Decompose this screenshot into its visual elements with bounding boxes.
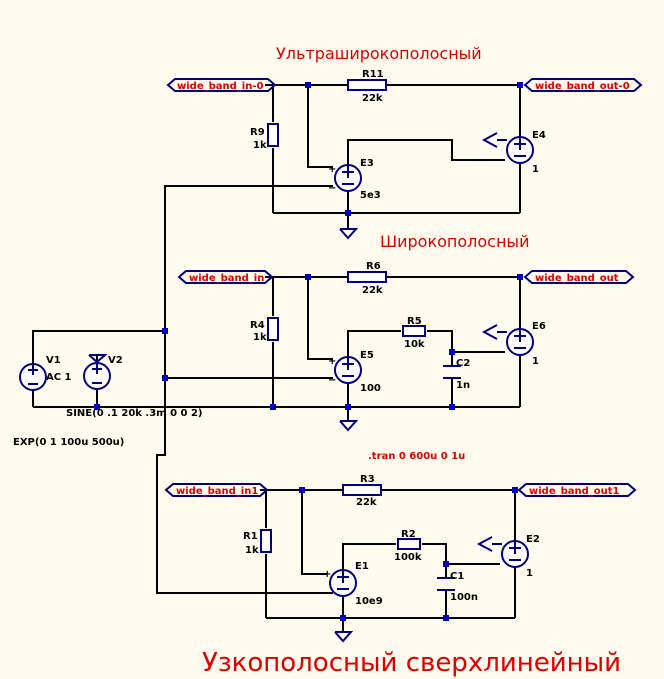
net-flag-out1-label: wide_band_out1 bbox=[529, 486, 620, 497]
svg-text:+: + bbox=[328, 164, 336, 175]
e4-value: 1 bbox=[532, 164, 539, 175]
e1-value: 10e9 bbox=[355, 596, 383, 607]
e3-value: 5e3 bbox=[360, 190, 381, 201]
v2-name: V2 bbox=[108, 355, 123, 366]
tran-directive[interactable]: .tran 0 600u 0 1u bbox=[368, 451, 465, 462]
r6-name: R6 bbox=[366, 261, 381, 272]
voltage-source-v2[interactable] bbox=[83, 354, 111, 390]
resistor-r6[interactable] bbox=[347, 271, 387, 283]
r6-value: 22k bbox=[362, 285, 383, 296]
r1-value: 1k bbox=[245, 545, 259, 556]
junctions bbox=[94, 82, 523, 621]
svg-text:−: − bbox=[328, 183, 336, 194]
vcvs-e2[interactable] bbox=[476, 536, 529, 568]
net-flag-in0[interactable]: wide_band_in-0 bbox=[166, 78, 277, 92]
e2-value: 1 bbox=[526, 568, 533, 579]
voltage-source-v1[interactable] bbox=[19, 363, 47, 391]
resistor-r5[interactable] bbox=[402, 325, 426, 337]
net-flag-out[interactable]: wide_band_out bbox=[523, 270, 635, 284]
r3-value: 22k bbox=[356, 497, 377, 508]
svg-text:+: + bbox=[323, 569, 331, 580]
v2-value: SINE(0 .1 20k .3m 0 0 2) bbox=[66, 408, 202, 419]
capacitor-c2[interactable] bbox=[443, 365, 461, 379]
e2-name: E2 bbox=[526, 534, 540, 545]
r1-name: R1 bbox=[243, 531, 258, 542]
resistor-r11[interactable] bbox=[347, 79, 387, 91]
resistor-r2[interactable] bbox=[397, 538, 421, 550]
vcvs-e1[interactable]: + − bbox=[323, 569, 357, 599]
capacitor-c1[interactable] bbox=[437, 577, 455, 591]
r9-name: R9 bbox=[250, 127, 265, 138]
c1-name: C1 bbox=[450, 571, 464, 582]
component-labels: R11 22k R9 1k E3 5e3 E4 1 R6 22k R4 1k R… bbox=[46, 69, 546, 607]
net-flag-out0-label: wide_band_out-0 bbox=[535, 81, 630, 92]
svg-text:−: − bbox=[328, 375, 336, 386]
e5-value: 100 bbox=[360, 383, 381, 394]
vcvs-e6[interactable] bbox=[481, 324, 534, 356]
resistor-r4[interactable] bbox=[267, 317, 279, 341]
net-flag-in1-label: wide_band_in1 bbox=[176, 486, 258, 497]
resistor-r3[interactable] bbox=[342, 484, 382, 496]
e3-name: E3 bbox=[360, 158, 374, 169]
e1-name: E1 bbox=[355, 561, 369, 572]
exp-directive[interactable]: EXP(0 1 100u 500u) bbox=[13, 437, 124, 448]
vcvs-e5[interactable]: + − bbox=[328, 356, 362, 386]
title-narrowband-linear: Узкополосный сверхлинейный bbox=[202, 648, 621, 678]
e6-name: E6 bbox=[532, 321, 546, 332]
net-flag-in[interactable]: wide_band_in bbox=[177, 270, 274, 284]
c1-value: 100n bbox=[450, 592, 478, 603]
vcvs-e4[interactable] bbox=[481, 132, 534, 164]
net-flag-out-label: wide_band_out bbox=[535, 273, 619, 284]
e6-value: 1 bbox=[532, 356, 539, 367]
r5-value: 10k bbox=[404, 339, 425, 350]
ground-symbol-bottom bbox=[334, 631, 354, 643]
v1-name: V1 bbox=[46, 355, 61, 366]
title-wideband: Широкополосный bbox=[380, 232, 529, 251]
r11-name: R11 bbox=[362, 69, 384, 80]
net-flag-in-label: wide_band_in bbox=[189, 273, 264, 284]
r2-value: 100k bbox=[394, 552, 422, 563]
r5-name: R5 bbox=[407, 316, 422, 327]
net-flag-out0[interactable]: wide_band_out-0 bbox=[523, 78, 643, 92]
net-flag-out1[interactable]: wide_band_out1 bbox=[517, 483, 637, 497]
v1-value: AC 1 bbox=[46, 372, 72, 383]
resistor-r9[interactable] bbox=[267, 123, 279, 147]
wires bbox=[32, 84, 521, 632]
e4-name: E4 bbox=[532, 130, 546, 141]
r4-value: 1k bbox=[253, 332, 267, 343]
net-flag-in1[interactable]: wide_band_in1 bbox=[164, 483, 269, 497]
net-flag-in0-label: wide_band_in-0 bbox=[177, 81, 263, 92]
vcvs-e3[interactable]: + − bbox=[328, 164, 362, 194]
ground-symbol-mid bbox=[339, 420, 359, 432]
e5-name: E5 bbox=[360, 350, 374, 361]
resistor-r1[interactable] bbox=[260, 529, 272, 553]
r3-name: R3 bbox=[360, 474, 375, 485]
svg-text:−: − bbox=[323, 588, 331, 599]
c2-value: 1n bbox=[456, 380, 470, 391]
r2-name: R2 bbox=[401, 529, 416, 540]
r4-name: R4 bbox=[250, 320, 265, 331]
title-ultra-wideband: Ультраширокополосный bbox=[276, 44, 482, 63]
c2-name: C2 bbox=[456, 358, 470, 369]
svg-text:+: + bbox=[328, 356, 336, 367]
ground-symbol-top bbox=[339, 228, 359, 240]
r11-value: 22k bbox=[362, 93, 383, 104]
r9-value: 1k bbox=[253, 140, 267, 151]
